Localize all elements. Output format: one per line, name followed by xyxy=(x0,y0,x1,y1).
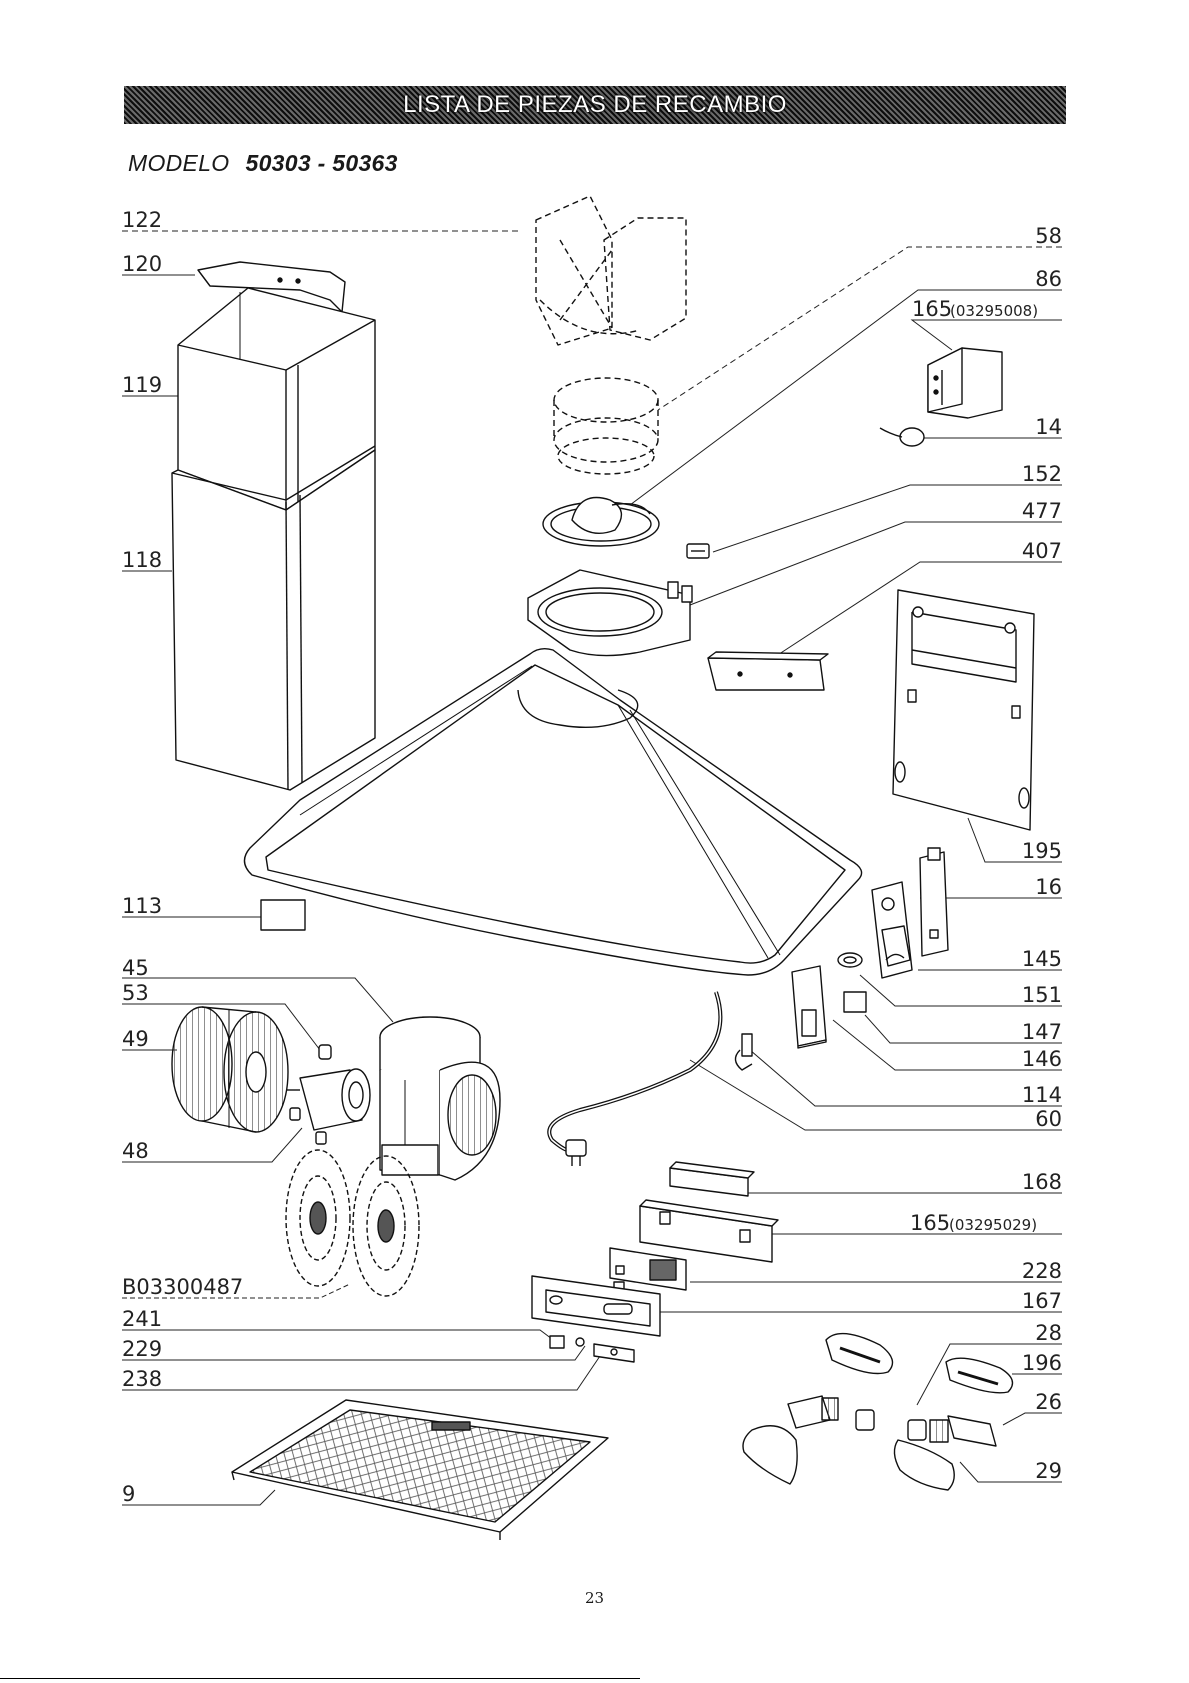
part-241-switch xyxy=(550,1336,564,1348)
label-165-b: 165 xyxy=(910,1211,950,1235)
label-60: 60 xyxy=(1035,1107,1062,1131)
label-165-a-code: (03295008) xyxy=(950,302,1038,320)
label-147: 147 xyxy=(1022,1020,1062,1044)
part-195-back-panel xyxy=(893,590,1034,830)
label-120: 120 xyxy=(122,252,162,276)
label-86: 86 xyxy=(1035,267,1062,291)
part-238-switch-button xyxy=(594,1344,634,1362)
part-168-bracket xyxy=(670,1162,754,1196)
part-145-switch-unit xyxy=(872,882,912,978)
part-167-control-panel xyxy=(532,1276,660,1336)
label-145: 145 xyxy=(1022,947,1062,971)
bottom-divider xyxy=(0,1678,640,1679)
label-14: 14 xyxy=(1035,415,1062,439)
part-49-impeller xyxy=(172,1007,288,1132)
part-58-duct-ring xyxy=(554,378,658,474)
label-114: 114 xyxy=(1022,1083,1062,1107)
label-238: 238 xyxy=(122,1367,162,1391)
label-196: 196 xyxy=(1022,1351,1062,1375)
label-165-a: 165 xyxy=(912,297,952,321)
label-49: 49 xyxy=(122,1027,149,1051)
label-113: 113 xyxy=(122,894,162,918)
page-number: 23 xyxy=(0,1589,1189,1607)
part-16-cover-plate xyxy=(920,848,948,956)
label-165-b-code: (03295029) xyxy=(949,1216,1037,1234)
part-196-lamp-trim xyxy=(946,1358,1013,1393)
label-45: 45 xyxy=(122,956,149,980)
label-168: 168 xyxy=(1022,1170,1062,1194)
label-48: 48 xyxy=(122,1139,149,1163)
part-229-led xyxy=(576,1338,584,1346)
part-228-control-pcb xyxy=(610,1248,686,1292)
label-53: 53 xyxy=(122,981,149,1005)
part-152-clip xyxy=(687,544,709,558)
part-477-outlet-collar xyxy=(528,570,692,656)
part-60-power-cord xyxy=(549,992,720,1166)
label-167: 167 xyxy=(1022,1289,1062,1313)
part-9-grease-filter xyxy=(232,1400,608,1540)
part-86-backdraft-valve xyxy=(543,498,659,547)
part-28-lamp-trim xyxy=(826,1334,893,1374)
part-113-label-plate xyxy=(261,900,305,930)
label-195: 195 xyxy=(1022,839,1062,863)
label-151: 151 xyxy=(1022,983,1062,1007)
label-407: 407 xyxy=(1022,539,1062,563)
part-53-nut xyxy=(319,1045,331,1059)
part-26-lamp-holders xyxy=(788,1396,996,1446)
part-165-control-box xyxy=(640,1200,778,1262)
label-26: 26 xyxy=(1035,1390,1062,1414)
part-14-capacitor xyxy=(880,428,924,446)
part-146-terminal-box xyxy=(792,966,826,1048)
label-146: 146 xyxy=(1022,1047,1062,1071)
label-58: 58 xyxy=(1035,224,1062,248)
part-45-blower-housing xyxy=(380,1017,500,1180)
label-119: 119 xyxy=(122,373,162,397)
label-28: 28 xyxy=(1035,1321,1062,1345)
label-122: 122 xyxy=(122,208,162,232)
part-151-knob xyxy=(838,953,862,967)
part-48-motor xyxy=(286,1069,370,1144)
part-122-duct-adapters xyxy=(536,196,686,345)
label-29: 29 xyxy=(1035,1459,1062,1483)
label-118: 118 xyxy=(122,548,162,572)
part-165-terminal-block-top xyxy=(928,348,1002,418)
label-16: 16 xyxy=(1035,875,1062,899)
label-b03300487: B03300487 xyxy=(122,1275,243,1299)
label-241: 241 xyxy=(122,1307,162,1331)
label-229: 229 xyxy=(122,1337,162,1361)
part-118-lower-chimney xyxy=(172,446,375,790)
label-9: 9 xyxy=(122,1482,135,1506)
part-114-cable-clamp xyxy=(735,1034,752,1070)
label-477: 477 xyxy=(1022,499,1062,523)
label-228: 228 xyxy=(1022,1259,1062,1283)
label-152: 152 xyxy=(1022,462,1062,486)
part-407-bracket xyxy=(708,652,828,690)
part-147-connector xyxy=(844,992,866,1012)
